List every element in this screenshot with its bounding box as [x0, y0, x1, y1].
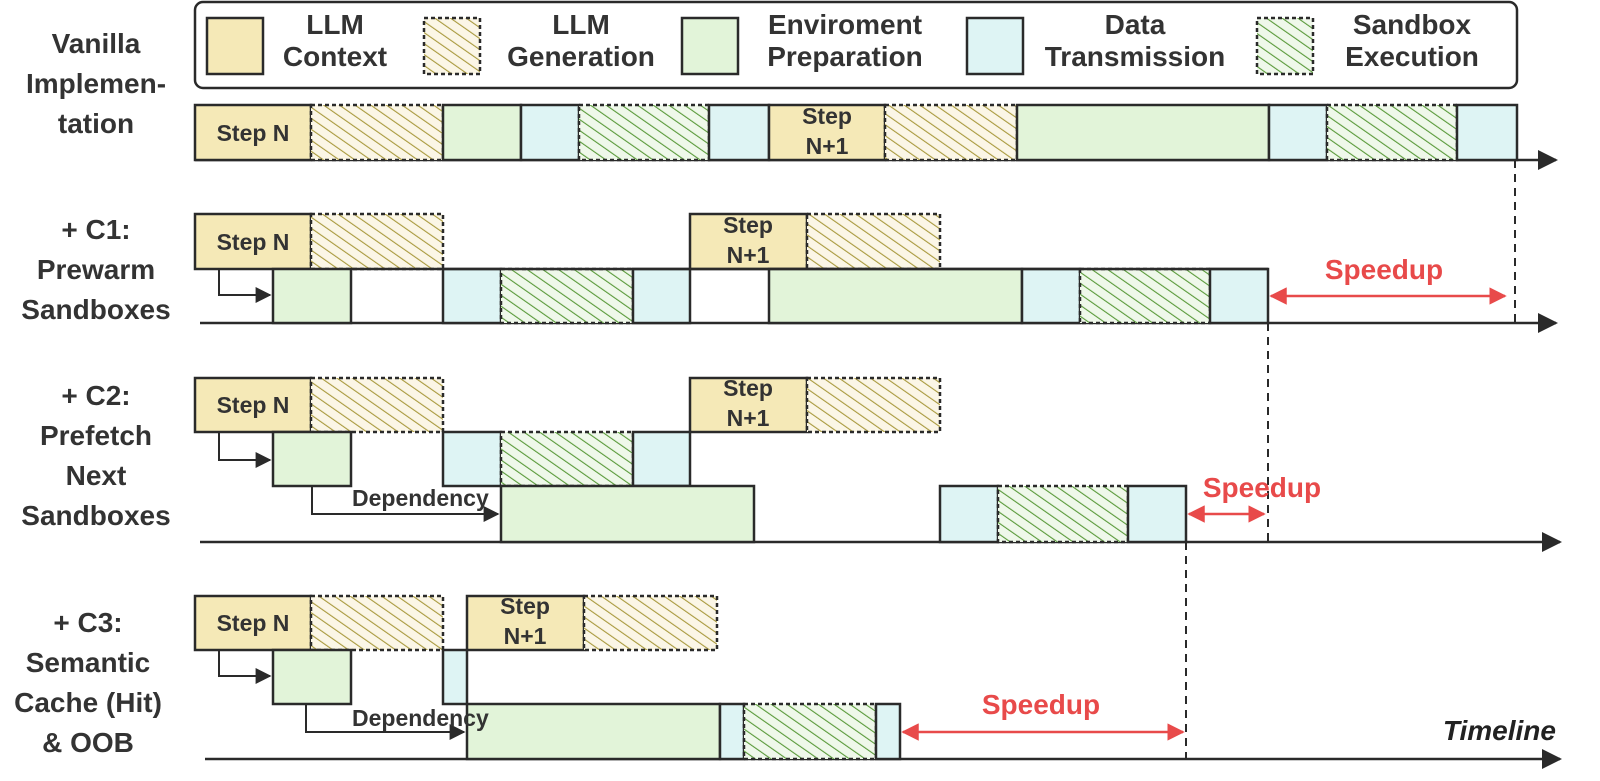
block-generation — [309, 376, 445, 434]
block-transmission — [718, 702, 746, 761]
step-n-label: Step N — [217, 229, 290, 255]
block-transmission — [938, 484, 1000, 544]
block-preparation — [767, 267, 1024, 325]
block-preparation — [465, 702, 722, 761]
block-transmission — [1208, 267, 1270, 325]
legend-swatch-context — [205, 16, 265, 76]
block-transmission — [874, 702, 902, 761]
block-execution — [499, 267, 635, 325]
block-transmission — [707, 103, 771, 162]
block-preparation — [1015, 103, 1271, 162]
block-generation — [805, 212, 942, 271]
dependency-label: Dependency — [352, 705, 489, 731]
block-generation — [883, 103, 1019, 162]
legend-swatch-generation — [422, 16, 482, 76]
step-n-label: Step N — [217, 610, 290, 636]
dependency-label: Dependency — [352, 485, 489, 511]
block-context — [688, 376, 809, 434]
prewarm-arrow — [218, 269, 272, 303]
block-transmission — [631, 430, 692, 488]
block-transmission — [1126, 484, 1188, 544]
legend-frame — [193, 0, 1519, 90]
block-transmission — [1267, 103, 1329, 162]
step-n-label: Step N — [217, 120, 290, 146]
block-transmission — [1455, 103, 1519, 162]
block-execution — [1325, 103, 1459, 162]
block-execution — [996, 484, 1130, 544]
block-transmission — [441, 430, 503, 488]
block-preparation — [271, 267, 353, 325]
dependency-arrow — [311, 486, 500, 522]
block-execution — [577, 103, 711, 162]
cache-arrow — [218, 650, 272, 684]
block-context — [465, 594, 586, 652]
speedup-label: Speedup — [982, 689, 1100, 720]
legend-swatch-transmission — [965, 16, 1025, 76]
block-preparation — [271, 648, 353, 706]
block-execution — [499, 430, 635, 488]
block-transmission — [1020, 267, 1082, 325]
block-context — [688, 212, 809, 271]
dependency-arrow — [305, 704, 466, 740]
block-transmission — [441, 648, 469, 706]
legend-swatch-preparation — [680, 16, 740, 76]
block-generation — [309, 103, 445, 162]
timeline-label: Timeline — [1443, 715, 1556, 746]
block-transmission — [631, 267, 692, 325]
block-execution — [1078, 267, 1212, 325]
block-context — [193, 212, 313, 271]
block-transmission — [519, 103, 581, 162]
block-generation — [309, 212, 445, 271]
block-generation — [805, 376, 942, 434]
step-n-label: Step N — [217, 392, 290, 418]
block-context — [767, 103, 887, 162]
prefetch-arrow — [218, 432, 272, 468]
speedup-label: Speedup — [1203, 472, 1321, 503]
block-preparation — [441, 103, 523, 162]
block-generation — [309, 594, 445, 652]
block-preparation — [499, 484, 756, 544]
block-preparation — [271, 430, 353, 488]
speedup-label: Speedup — [1325, 254, 1443, 285]
block-execution — [742, 702, 878, 761]
block-transmission — [441, 267, 503, 325]
block-generation — [582, 594, 719, 652]
legend-swatch-execution — [1255, 16, 1315, 76]
